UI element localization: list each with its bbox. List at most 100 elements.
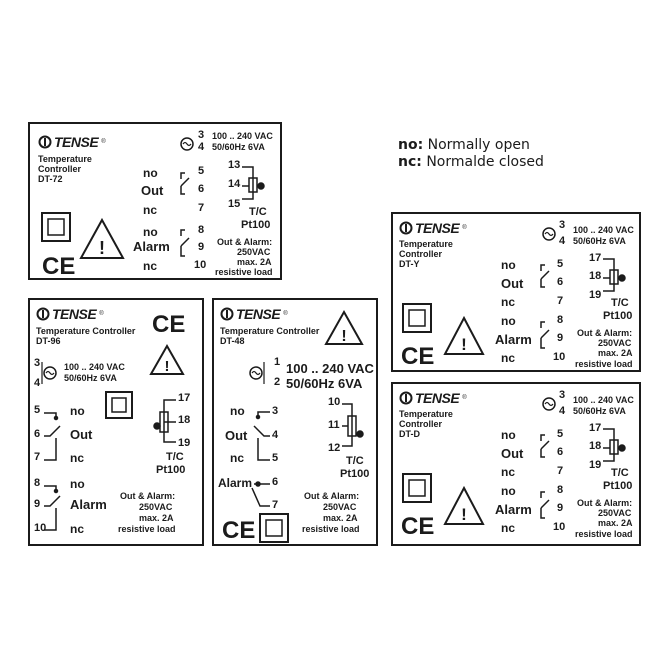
- panel-title-2: Controller: [399, 419, 443, 429]
- no-label: no: [501, 428, 516, 442]
- panel-dt72: TENSE® Temperature Controller DT-72 no O…: [28, 122, 282, 280]
- terminal-6: 6: [198, 183, 205, 195]
- brand-logo: TENSE®: [399, 220, 467, 236]
- rating-voltage: 250VAC: [598, 508, 632, 518]
- terminal-3: 3: [559, 219, 566, 231]
- tense-logo-icon: [220, 307, 234, 321]
- terminal-2: 2: [274, 376, 281, 388]
- brand-logo: TENSE®: [36, 306, 104, 322]
- dtd-wiring-diagram: CE !: [401, 397, 626, 540]
- sensor-terminal-icon: [153, 399, 176, 443]
- alarm-label: Alarm: [133, 239, 170, 254]
- panel-mount-icon: [41, 212, 71, 242]
- warning-mark: !: [461, 335, 467, 354]
- terminal-15: 15: [228, 198, 241, 210]
- alarm-label: Alarm: [218, 476, 253, 490]
- brand-name: TENSE: [54, 134, 99, 150]
- rating-current: max. 2A: [323, 513, 358, 523]
- terminal-18: 18: [178, 414, 191, 426]
- ce-mark-icon: CE: [401, 343, 434, 370]
- terminal-7: 7: [198, 202, 205, 214]
- panel-mount-icon: [402, 473, 432, 503]
- rating-voltage: 250VAC: [598, 338, 632, 348]
- rating-current: max. 2A: [237, 257, 272, 267]
- legend-no: no: Normally open: [398, 137, 530, 153]
- power-frequency: 50/60Hz 6VA: [64, 373, 117, 383]
- warning-mark: !: [165, 358, 170, 375]
- panel-dt96: TENSE® Temperature Controller DT-96 3 4 …: [28, 298, 204, 546]
- terminal-17: 17: [589, 422, 602, 434]
- ce-mark-icon: CE: [222, 517, 255, 544]
- terminal-7: 7: [272, 499, 279, 511]
- terminal-17: 17: [589, 252, 602, 264]
- no-label: no: [501, 484, 516, 498]
- terminal-5: 5: [198, 165, 205, 177]
- rating-heading: Out & Alarm:: [577, 498, 633, 508]
- terminal-13: 13: [228, 159, 241, 171]
- terminal-5: 5: [34, 404, 41, 416]
- no-label: no: [501, 314, 516, 328]
- tc-label: T/C: [249, 206, 267, 218]
- pt100-label: Pt100: [603, 480, 633, 492]
- power-frequency: 50/60Hz 6VA: [573, 406, 626, 416]
- model-label: DT-48: [220, 336, 245, 346]
- nc-label: nc: [143, 203, 158, 217]
- panel-dty: TENSE® Temperature Controller DT-Y no Ou…: [391, 212, 641, 372]
- model-label: DT-Y: [399, 259, 420, 269]
- alarm-label: Alarm: [495, 332, 532, 347]
- sensor-terminal-icon: [242, 166, 265, 200]
- panel-title-2: Controller: [399, 249, 443, 259]
- terminal-3: 3: [34, 357, 41, 369]
- out-relay-switch-icon: [44, 412, 61, 461]
- tc-label: T/C: [611, 297, 629, 309]
- power-rating: 100 .. 240 VAC: [64, 362, 125, 372]
- power-frequency: 50/60Hz 6VA: [212, 142, 265, 152]
- alarm-label: Alarm: [495, 502, 532, 517]
- rating-voltage: 250VAC: [237, 247, 271, 257]
- brand-name: TENSE: [236, 306, 281, 322]
- dty-wiring-diagram: CE !: [401, 227, 626, 370]
- brand-name: TENSE: [415, 220, 460, 236]
- rating-load: resistive load: [302, 524, 360, 534]
- panel-title: Temperature: [399, 409, 453, 419]
- terminal-1: 1: [274, 356, 281, 368]
- terminal-10: 10: [328, 396, 341, 408]
- rating-heading: Out & Alarm:: [577, 328, 633, 338]
- nc-label: nc: [501, 465, 516, 479]
- terminal-9: 9: [557, 502, 564, 514]
- tc-label: T/C: [166, 451, 184, 463]
- tc-label: T/C: [611, 467, 629, 479]
- terminal-19: 19: [178, 437, 191, 449]
- terminal-19: 19: [589, 289, 602, 301]
- terminal-3: 3: [198, 129, 205, 141]
- warning-icon: !: [149, 343, 185, 375]
- warning-mark: !: [461, 505, 467, 524]
- out-label: Out: [225, 428, 248, 443]
- panel-title: Temperature: [399, 239, 453, 249]
- terminal-7: 7: [34, 451, 41, 463]
- terminal-18: 18: [589, 270, 602, 282]
- warning-mark: !: [99, 238, 105, 258]
- panel-dtd: TENSE® Temperature Controller DT-D no Ou…: [391, 382, 641, 546]
- tc-label: T/C: [346, 455, 364, 467]
- no-label: no: [70, 477, 85, 491]
- no-label: no: [501, 258, 516, 272]
- rating-current: max. 2A: [598, 518, 633, 528]
- sensor-terminal-icon: [603, 258, 626, 292]
- ac-power-icon: [542, 397, 556, 411]
- nc-label: nc: [70, 451, 85, 465]
- panel-title: Temperature Controller: [220, 326, 320, 336]
- terminal-4: 4: [559, 405, 566, 417]
- pt100-label: Pt100: [156, 464, 186, 476]
- terminal-17: 17: [178, 392, 191, 404]
- terminal-7: 7: [557, 465, 564, 477]
- power-rating: 100 .. 240 VAC: [573, 225, 634, 235]
- ac-power-icon: [542, 227, 556, 241]
- tense-logo-icon: [38, 135, 52, 149]
- terminal-14: 14: [228, 178, 241, 190]
- terminal-9: 9: [198, 241, 205, 253]
- alarm-relay-switch-icon: [251, 481, 270, 507]
- alarm-relay-switch-icon: [44, 485, 61, 531]
- terminal-6: 6: [557, 446, 564, 458]
- ac-power-icon: [249, 362, 265, 384]
